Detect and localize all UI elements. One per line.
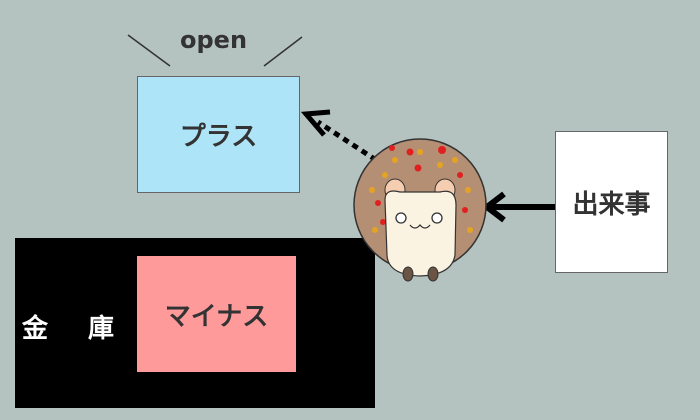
plus-box: プラス [137, 76, 300, 193]
solid-arrow-head [482, 191, 506, 223]
event-box: 出来事 [555, 131, 668, 273]
open-label: open [180, 26, 248, 54]
minus-box: マイナス [137, 256, 296, 372]
open-ray-left [127, 34, 171, 67]
safe-label-2: 庫 [88, 314, 115, 344]
dotted-arrow-head [300, 109, 331, 137]
safe-label-1: 金 [22, 314, 49, 344]
dotted-arrow-line [316, 119, 378, 163]
open-ray-right [263, 36, 303, 67]
hedgehog-icon [353, 138, 487, 282]
